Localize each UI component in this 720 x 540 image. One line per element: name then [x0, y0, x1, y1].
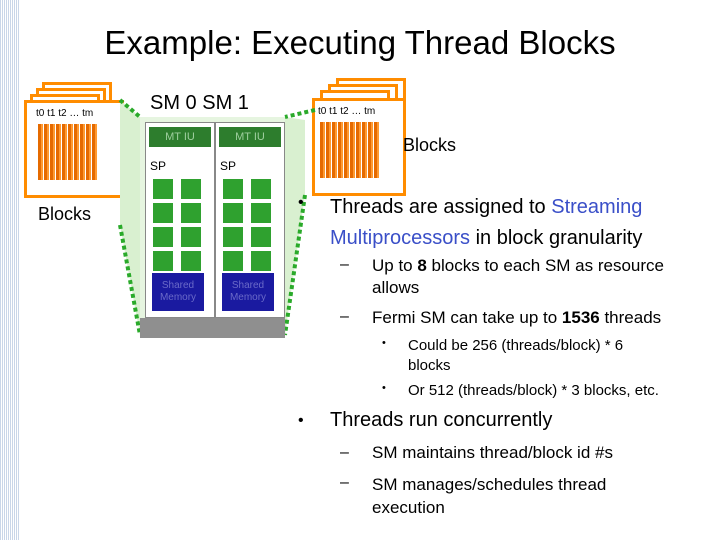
small-dot: •	[382, 337, 386, 349]
dash: –	[340, 256, 349, 273]
sm-header: SM 0 SM 1	[150, 92, 249, 114]
sub-bullet-2-pre: Fermi SM can take up to	[372, 308, 562, 327]
bullet-1: Threads are assigned to Streaming Multip…	[330, 192, 715, 254]
sm1-shared-memory: Shared Memory	[222, 273, 274, 311]
sm0-sp	[153, 251, 173, 271]
sm1-mt-iu: MT IU	[219, 127, 281, 147]
sub-bullet-2: Fermi SM can take up to 1536 threads	[372, 307, 717, 329]
sm1-sp	[223, 251, 243, 271]
sub-bullet-2-bold: 1536	[561, 308, 600, 327]
bullet-1-text-a: Threads are assigned to	[330, 196, 552, 218]
bullet-dot: •	[298, 412, 304, 429]
right-thread-blocks: t0 t1 t2 … tm	[308, 78, 418, 196]
dash: –	[340, 308, 349, 325]
sm0-sp	[153, 203, 173, 223]
bullet-dot: •	[298, 194, 304, 211]
sm0-panel: MT IU SP Shared Memory	[145, 122, 215, 318]
sm1-panel: MT IU SP Shared Memory	[215, 122, 285, 318]
bullet-2: Threads run concurrently	[330, 409, 553, 431]
sub-bullet-3: SM maintains thread/block id #s	[372, 443, 613, 462]
sm0-sp-label: SP	[150, 159, 167, 173]
dash: –	[340, 444, 349, 461]
left-blocks-label: Blocks	[38, 204, 92, 224]
sm0-sp	[181, 227, 201, 247]
sm1-sp	[223, 179, 243, 199]
sub-bullet-1-pre: Up to	[372, 256, 418, 275]
subsub-bullet-1: Could be 256 (threads/block) * 6 blocks	[408, 337, 624, 374]
sm0-sp	[181, 251, 201, 271]
right-threads-icon	[320, 122, 380, 178]
left-decorative-stripe	[0, 0, 20, 540]
left-threads-icon	[38, 124, 98, 180]
sub-bullet-4: SM manages/schedules thread execution	[372, 475, 607, 517]
sub-bullet-1-bold: 8	[417, 256, 427, 275]
bullet-1-text-b: in block granularity	[470, 227, 643, 249]
subsub-bullet-2: Or 512 (threads/block) * 3 blocks, etc.	[408, 382, 659, 399]
sm-base-bar	[140, 318, 285, 338]
sm1-sp	[251, 203, 271, 223]
sm1-sp	[251, 227, 271, 247]
right-thread-label: t0 t1 t2 … tm	[318, 106, 376, 117]
sm1-sp	[223, 227, 243, 247]
sm0-sp	[181, 203, 201, 223]
small-dot: •	[382, 382, 386, 394]
sm1-sp	[251, 179, 271, 199]
sub-bullet-2-post: threads	[599, 308, 662, 327]
sm0-mt-iu: MT IU	[149, 127, 211, 147]
bullet-1-highlight: Streaming Multiprocessors	[330, 196, 643, 249]
sub-bullet-1: Up to 8 blocks to each SM as resource al…	[372, 255, 712, 299]
left-thread-blocks: t0 t1 t2 … tm	[24, 82, 134, 198]
slide-title: Example: Executing Thread Blocks	[104, 24, 616, 61]
sm0-sp	[181, 179, 201, 199]
dash: –	[340, 474, 349, 491]
sm0-sp	[153, 227, 173, 247]
sm1-sp	[223, 203, 243, 223]
right-blocks-label: Blocks	[403, 135, 457, 155]
sub-bullet-1-post: blocks to each SM as resource allows	[372, 256, 664, 297]
sm1-sp-label: SP	[220, 159, 237, 173]
sm1-sp	[251, 251, 271, 271]
left-thread-label: t0 t1 t2 … tm	[36, 108, 94, 119]
sm0-sp	[153, 179, 173, 199]
sm0-shared-memory: Shared Memory	[152, 273, 204, 311]
